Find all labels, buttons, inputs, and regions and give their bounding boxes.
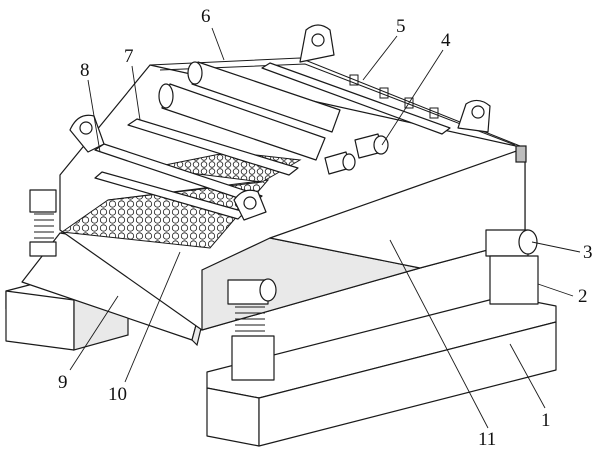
label-9: 9: [58, 372, 68, 393]
label-6: 6: [201, 6, 211, 27]
label-3: 3: [583, 242, 593, 263]
label-8: 8: [80, 60, 90, 81]
label-10: 10: [108, 384, 127, 405]
leader-lines: [69, 27, 581, 429]
lifting-lugs: [69, 24, 491, 221]
label-7: 7: [124, 46, 134, 67]
right-base-beam: [206, 295, 557, 447]
label-5: 5: [396, 16, 406, 37]
label-11: 11: [478, 429, 496, 450]
right-bracket: [515, 145, 527, 163]
label-1: 1: [541, 410, 551, 431]
label-4: 4: [441, 30, 451, 51]
top-rod: [261, 62, 451, 135]
spring-mounts: [29, 189, 539, 381]
label-2: 2: [578, 286, 588, 307]
cross-shafts: [94, 118, 299, 220]
rollers: [158, 61, 341, 161]
